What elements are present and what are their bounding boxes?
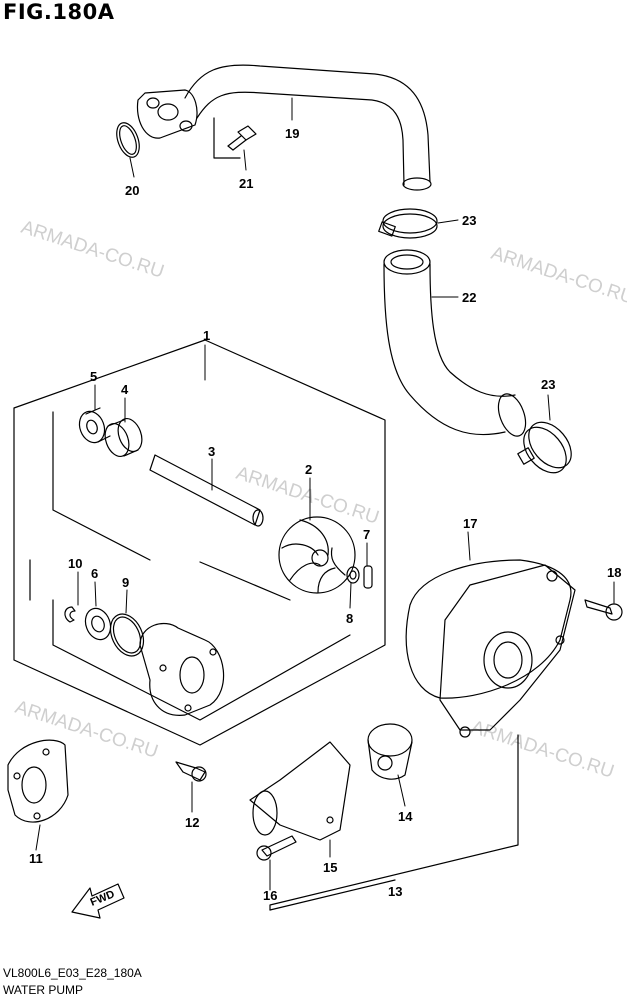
- gasket-17: [405, 559, 572, 699]
- bolt-18: [584, 599, 623, 621]
- o-ring-20: [116, 122, 140, 158]
- watermark-1: ARMADA-CO.RU: [18, 217, 166, 283]
- circlip-10: [64, 606, 76, 623]
- callout-6: 6: [91, 566, 98, 581]
- callout-23-lower: 23: [541, 377, 555, 392]
- hose-22: [383, 249, 527, 437]
- figure-code: VL800L6_E03_E28_180A: [3, 966, 142, 980]
- callout-22: 22: [462, 290, 476, 305]
- callout-15: 15: [323, 860, 337, 875]
- o-ring-9: [109, 613, 145, 657]
- leader-lines: [35, 97, 615, 891]
- watermark-5: ARMADA-CO.RU: [468, 717, 616, 783]
- bolt-21: [213, 117, 257, 159]
- hose-clamp-23-lower: [517, 421, 572, 474]
- fwd-arrow-icon: [71, 883, 125, 919]
- seal-4: [104, 417, 143, 458]
- callout-2: 2: [305, 462, 312, 477]
- callout-1: 1: [203, 328, 210, 343]
- watermark-2: ARMADA-CO.RU: [488, 243, 627, 309]
- pipe-19: [136, 64, 432, 191]
- callout-17: 17: [463, 516, 477, 531]
- washer-8: [346, 566, 360, 584]
- callout-20: 20: [125, 183, 139, 198]
- cover-15: [249, 741, 351, 841]
- callout-13: 13: [388, 884, 402, 899]
- callout-18: 18: [607, 565, 621, 580]
- figure-title: FIG.180A: [3, 0, 115, 24]
- thermostat-14: [367, 723, 413, 780]
- callout-5: 5: [90, 369, 97, 384]
- callout-19: 19: [285, 126, 299, 141]
- callout-3: 3: [208, 444, 215, 459]
- kit-13-bracket: [269, 734, 519, 911]
- callout-10: 10: [68, 556, 82, 571]
- watermark-4: ARMADA-CO.RU: [12, 697, 160, 763]
- callout-11: 11: [29, 851, 43, 866]
- shaft-3: [149, 454, 264, 527]
- gasket-11: [7, 739, 69, 823]
- impeller-2: [278, 516, 356, 594]
- pump-case: [139, 623, 225, 716]
- callout-23-upper: 23: [462, 213, 476, 228]
- bearing-5: [78, 407, 111, 444]
- callout-9: 9: [122, 575, 129, 590]
- bolt-16: [256, 835, 297, 861]
- callout-14: 14: [398, 809, 413, 824]
- callout-16: 16: [263, 888, 277, 903]
- kit-1-bracket: [13, 339, 386, 746]
- figure-caption: WATER PUMP: [3, 983, 83, 997]
- bearing-6: [84, 607, 112, 641]
- callout-21: 21: [239, 176, 253, 191]
- thermostat-housing: [439, 564, 576, 738]
- callout-8: 8: [346, 611, 353, 626]
- hose-clamp-23-upper: [378, 208, 438, 239]
- callout-7: 7: [363, 527, 370, 542]
- watermarks: ARMADA-CO.RU ARMADA-CO.RU ARMADA-CO.RU A…: [12, 217, 627, 783]
- callout-12: 12: [185, 815, 199, 830]
- pin-7: [363, 565, 373, 589]
- bolt-12: [175, 761, 207, 782]
- callout-4: 4: [121, 382, 129, 397]
- callout-labels: 1 2 3 4 5 6 7 8 9 10 11 12 13 14 15 16 1…: [29, 126, 621, 903]
